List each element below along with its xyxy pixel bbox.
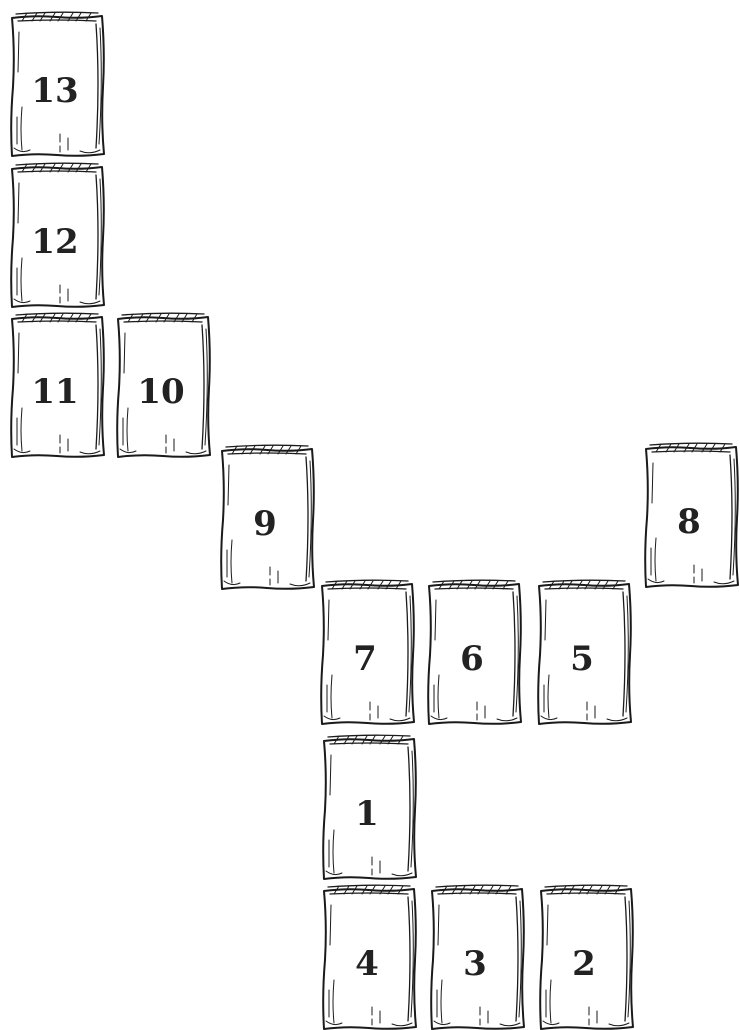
card-top-edge [16,163,98,165]
card-1: 1 [323,735,416,879]
card-number-label: 2 [572,944,596,984]
card-number-label: 9 [253,504,277,544]
card-top-edge [122,313,204,315]
card-4: 4 [323,885,416,1029]
card-12: 12 [11,163,104,307]
card-9: 9 [221,445,314,589]
card-top-edge [543,580,625,582]
card-number-label: 8 [677,502,701,542]
card-number-label: 4 [355,944,379,984]
card-5: 5 [538,580,631,724]
card-11: 11 [11,313,104,457]
card-top-edge [650,443,732,445]
card-number-label: 3 [463,944,487,984]
card-top-edge [545,885,627,887]
card-8: 8 [645,443,738,587]
card-7: 7 [321,580,414,724]
card-top-edge [16,12,98,14]
card-13: 13 [11,12,104,156]
card-3: 3 [431,885,524,1029]
card-top-edge [16,313,98,315]
card-top-edge [328,735,410,737]
card-top-edge [328,885,410,887]
card-top-edge [436,885,518,887]
card-number-label: 11 [31,372,78,412]
card-top-edge [226,445,308,447]
card-number-label: 6 [460,639,484,679]
card-2: 2 [540,885,633,1029]
card-number-label: 12 [31,222,78,262]
card-top-edge [433,580,515,582]
card-number-label: 13 [31,71,78,111]
card-6: 6 [428,580,521,724]
card-number-label: 1 [355,794,379,834]
card-number-label: 5 [570,639,594,679]
card-number-label: 7 [353,639,377,679]
card-10: 10 [117,313,210,457]
card-number-label: 10 [137,372,184,412]
card-top-edge [326,580,408,582]
